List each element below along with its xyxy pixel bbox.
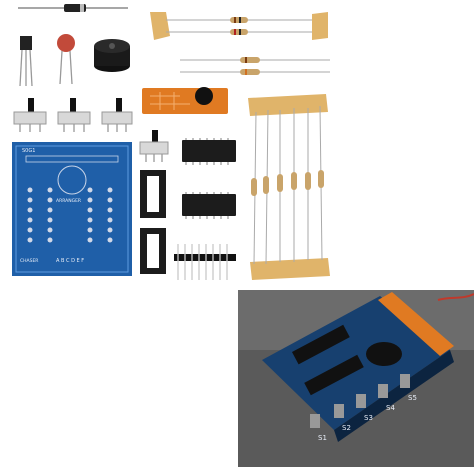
taped-resistors-top [150,12,328,40]
switch-label: S5 [408,394,417,402]
blue-pcb: S0G1 ARRANGER CHASER A B C D E F [12,142,132,276]
loose-resistors [180,57,330,75]
ceramic-capacitor [57,34,75,85]
transistor [19,36,33,87]
switch-label: S3 [364,414,373,422]
pcb-bottom-label: CHASER [20,258,38,264]
pcb-letters: A B C D E F [56,258,84,264]
ic-chips [182,138,236,219]
switch-label: S2 [342,424,351,432]
diode [18,4,128,12]
pcb-header-label: S0G1 [22,148,35,154]
ic-sockets [140,170,166,274]
pcb-top-label: ARRANGER [56,198,81,204]
taped-resistors-vertical [248,94,330,280]
sound-module [142,87,228,114]
assembled-photo: S1 S2 S3 S4 S5 [238,290,474,467]
switch-label: S4 [386,404,395,412]
buzzer [94,39,130,72]
slide-switches [13,98,169,162]
pin-header [174,244,236,280]
switch-label: S1 [318,434,327,442]
